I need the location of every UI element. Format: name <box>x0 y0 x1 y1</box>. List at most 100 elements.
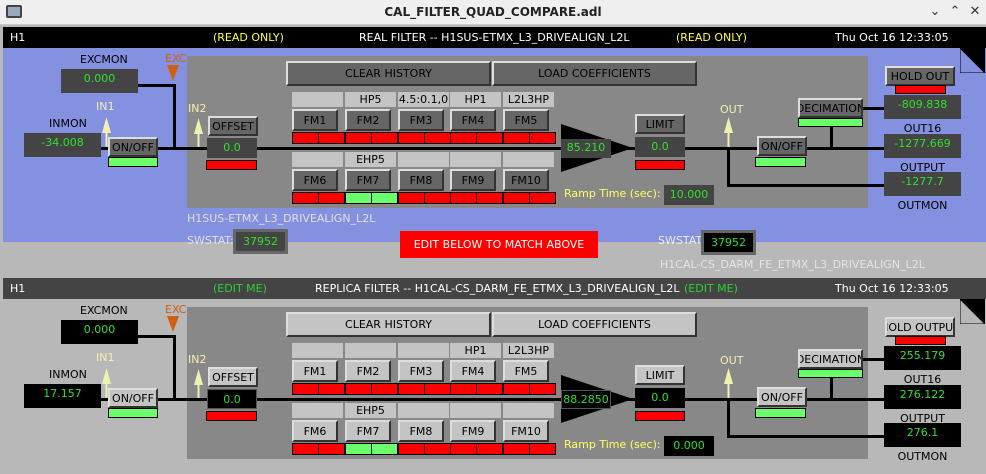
excmon-label: EXCMON <box>80 53 128 66</box>
decimation-indicator <box>798 118 863 127</box>
maximize-icon[interactable]: ⌃ <box>949 4 961 19</box>
fm7-button[interactable]: FM7 <box>345 169 391 191</box>
header-mode2: (EDIT ME) <box>684 282 738 295</box>
fm5-button[interactable]: FM5 <box>503 109 549 131</box>
fm6-indicator <box>292 443 345 455</box>
fm-label-9 <box>450 152 501 167</box>
hold-output-button[interactable]: HOLD OUT <box>885 66 955 86</box>
decimation-indicator <box>798 369 863 378</box>
excmon-value: 0.000 <box>61 320 138 344</box>
header-mode: (READ ONLY) <box>213 31 284 44</box>
limit-indicator <box>635 160 685 170</box>
header-title: REAL FILTER -- H1SUS-ETMX_L3_DRIVEALIGN_… <box>359 31 630 44</box>
fm1-button[interactable]: FM1 <box>292 360 338 382</box>
outmon-label: OUTMON <box>897 450 948 463</box>
fm8-button[interactable]: FM8 <box>398 420 444 442</box>
fm9-button[interactable]: FM9 <box>450 169 496 191</box>
outmon-label: OUTMON <box>897 199 948 212</box>
clear-history-button[interactable]: CLEAR HISTORY <box>286 61 491 86</box>
gain-input[interactable]: 88.2850 <box>561 390 611 409</box>
signal-line <box>101 147 884 150</box>
limit-input: 0.0 <box>635 137 685 157</box>
offset-input[interactable]: 0.0 <box>207 389 257 409</box>
out16-label: OUT16 <box>903 122 942 135</box>
fm8-indicator <box>398 192 451 204</box>
fm10-indicator <box>503 443 556 455</box>
exc-label: EXC <box>165 52 187 65</box>
in1-arrow-icon <box>101 117 112 147</box>
decimation-button[interactable]: DECIMATION <box>798 349 863 369</box>
decimation-line <box>830 377 833 399</box>
close-icon[interactable]: ✕ <box>969 4 981 19</box>
fm-label-7: EHP5 <box>345 403 396 418</box>
fm3-indicator <box>398 132 451 144</box>
in1-label: IN1 <box>96 100 115 113</box>
fm3-button[interactable]: FM3 <box>398 360 444 382</box>
fm10-button[interactable]: FM10 <box>503 169 549 191</box>
fm2-button[interactable]: FM2 <box>345 109 391 131</box>
fm4-button[interactable]: FM4 <box>450 109 496 131</box>
minimize-icon[interactable]: ⌄ <box>929 4 941 19</box>
hold-output-button[interactable]: HOLD OUTPUT <box>885 317 955 337</box>
decimation-button[interactable]: DECIMATION <box>798 98 863 118</box>
out16-label: OUT16 <box>903 373 942 386</box>
exc-label: EXC <box>165 303 187 316</box>
header-site: H1 <box>10 282 26 295</box>
window-titlebar: CAL_FILTER_QUAD_COMPARE.adl ⌄ ⌃ ✕ <box>0 0 986 25</box>
limit-indicator <box>635 411 685 421</box>
ramp-time-input[interactable]: 0.000 <box>664 436 714 456</box>
fm-label-4: HP1 <box>450 343 501 358</box>
output-onoff-indicator <box>755 157 806 167</box>
output-onoff-button[interactable]: ON/OFF <box>757 136 807 156</box>
load-coefficients-button[interactable]: LOAD COEFFICIENTS <box>492 312 697 337</box>
offset-indicator <box>206 160 257 170</box>
fm3-button[interactable]: FM3 <box>398 109 444 131</box>
fm4-button[interactable]: FM4 <box>450 360 496 382</box>
fm2-button[interactable]: FM2 <box>345 360 391 382</box>
fm5-button[interactable]: FM5 <box>503 360 549 382</box>
in2-label: IN2 <box>188 353 207 366</box>
fm6-button[interactable]: FM6 <box>292 420 338 442</box>
corner-fold-icon[interactable] <box>959 46 986 74</box>
input-onoff-button[interactable]: ON/OFF <box>108 137 158 157</box>
limit-button[interactable]: LIMIT <box>635 114 685 134</box>
ramp-time-label: Ramp Time (sec): <box>564 187 661 200</box>
output-onoff-indicator <box>755 408 806 418</box>
replica-channel-name: H1CAL-CS_DARM_FE_ETMX_L3_DRIVEALIGN_L2L <box>660 258 925 271</box>
load-coefficients-button[interactable]: LOAD COEFFICIENTS <box>492 61 697 86</box>
fm1-indicator <box>292 132 345 144</box>
fm7-button[interactable]: FM7 <box>345 420 391 442</box>
excmon-label: EXCMON <box>80 304 128 317</box>
hold-output-indicator <box>895 85 946 94</box>
output-value: -1277.669 <box>884 134 961 158</box>
ramp-time-label: Ramp Time (sec): <box>564 438 661 451</box>
fm9-button[interactable]: FM9 <box>450 420 496 442</box>
fm8-button[interactable]: FM8 <box>398 169 444 191</box>
header-site: H1 <box>10 31 26 44</box>
fm5-indicator <box>503 383 556 395</box>
fm2-indicator <box>345 132 398 144</box>
fm-label-6 <box>292 403 343 418</box>
input-onoff-button[interactable]: ON/OFF <box>108 388 158 408</box>
limit-input[interactable]: 0.0 <box>635 388 685 408</box>
fm6-button[interactable]: FM6 <box>292 169 338 191</box>
out16-line <box>863 358 884 361</box>
exc-line <box>138 84 176 87</box>
fm6-indicator <box>292 192 345 204</box>
clear-history-button[interactable]: CLEAR HISTORY <box>286 312 491 337</box>
corner-fold-icon[interactable] <box>959 297 986 325</box>
offset-button[interactable]: OFFSET <box>208 116 258 136</box>
fm10-button[interactable]: FM10 <box>503 420 549 442</box>
fm7-indicator <box>345 443 398 455</box>
edit-below-banner: EDIT BELOW TO MATCH ABOVE <box>400 231 598 258</box>
outmon-value: -1277.7 <box>884 172 961 196</box>
fm1-button[interactable]: FM1 <box>292 109 338 131</box>
limit-button[interactable]: LIMIT <box>635 365 685 385</box>
offset-button[interactable]: OFFSET <box>208 367 258 387</box>
fm-label-3: 4.5:0.1,0 <box>398 92 449 107</box>
inmon-label: INMON <box>49 117 87 130</box>
outmon-value: 276.1 <box>884 423 961 447</box>
real-swstat-label: SWSTAT: <box>187 234 234 247</box>
output-onoff-button[interactable]: ON/OFF <box>757 387 807 407</box>
